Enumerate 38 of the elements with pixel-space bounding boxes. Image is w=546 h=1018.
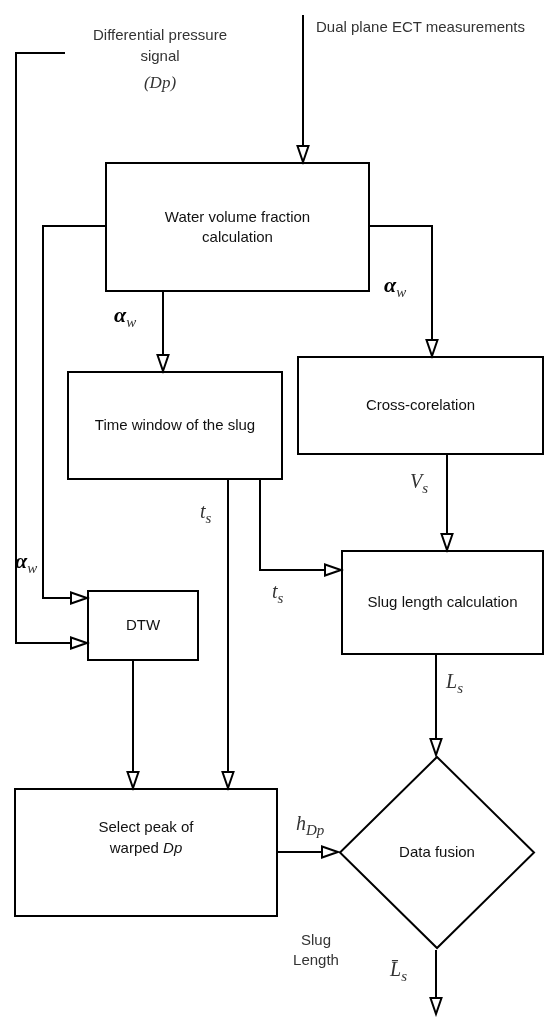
process-box [87,590,199,661]
arrow [296,14,310,163]
symbol-label: (Dp) [143,71,177,94]
decision-diamond [338,755,536,950]
process-box [67,371,283,480]
process-box [105,162,370,292]
arrow [429,949,443,1015]
arrow [42,225,106,605]
node-label: Slug length calculation [367,592,518,613]
edge-label: t$_{s}$ [200,500,212,527]
arrow [156,291,170,372]
node-label: Data fusion [399,842,475,863]
node-label: Cross-corelation [365,395,476,416]
arrow [259,479,342,577]
node-label: Time window of the slug [94,415,256,436]
node-label: Differential pressure signal [92,25,228,66]
arrow [126,660,140,789]
arrow [440,454,454,551]
edge-label: α$_{w}$ [384,272,407,301]
process-box [297,356,544,455]
output-label: Slug Length [292,930,340,971]
arrow [429,654,443,756]
node-label: Select peak of warped Dp [97,817,195,858]
node-label: Dual plane ECT measurements [316,16,525,37]
arrow [369,225,439,357]
arrow [15,52,88,650]
edge-label: L$_{s}$ [446,670,463,697]
edge-label: α$_{w}$ [114,302,137,331]
process-box [341,550,544,655]
edge-label: L̄$_{s}$ [390,958,407,985]
process-box [14,788,278,917]
edge-label: V$_{s}$ [410,470,429,497]
arrow [221,479,235,789]
edge-label: h$_{Dp}$ [296,812,325,839]
node-label: DTW [125,615,161,636]
edge-label: t$_{s}$ [272,580,284,607]
arrow [277,845,339,859]
node-label: Water volume fraction calculation [163,206,312,247]
